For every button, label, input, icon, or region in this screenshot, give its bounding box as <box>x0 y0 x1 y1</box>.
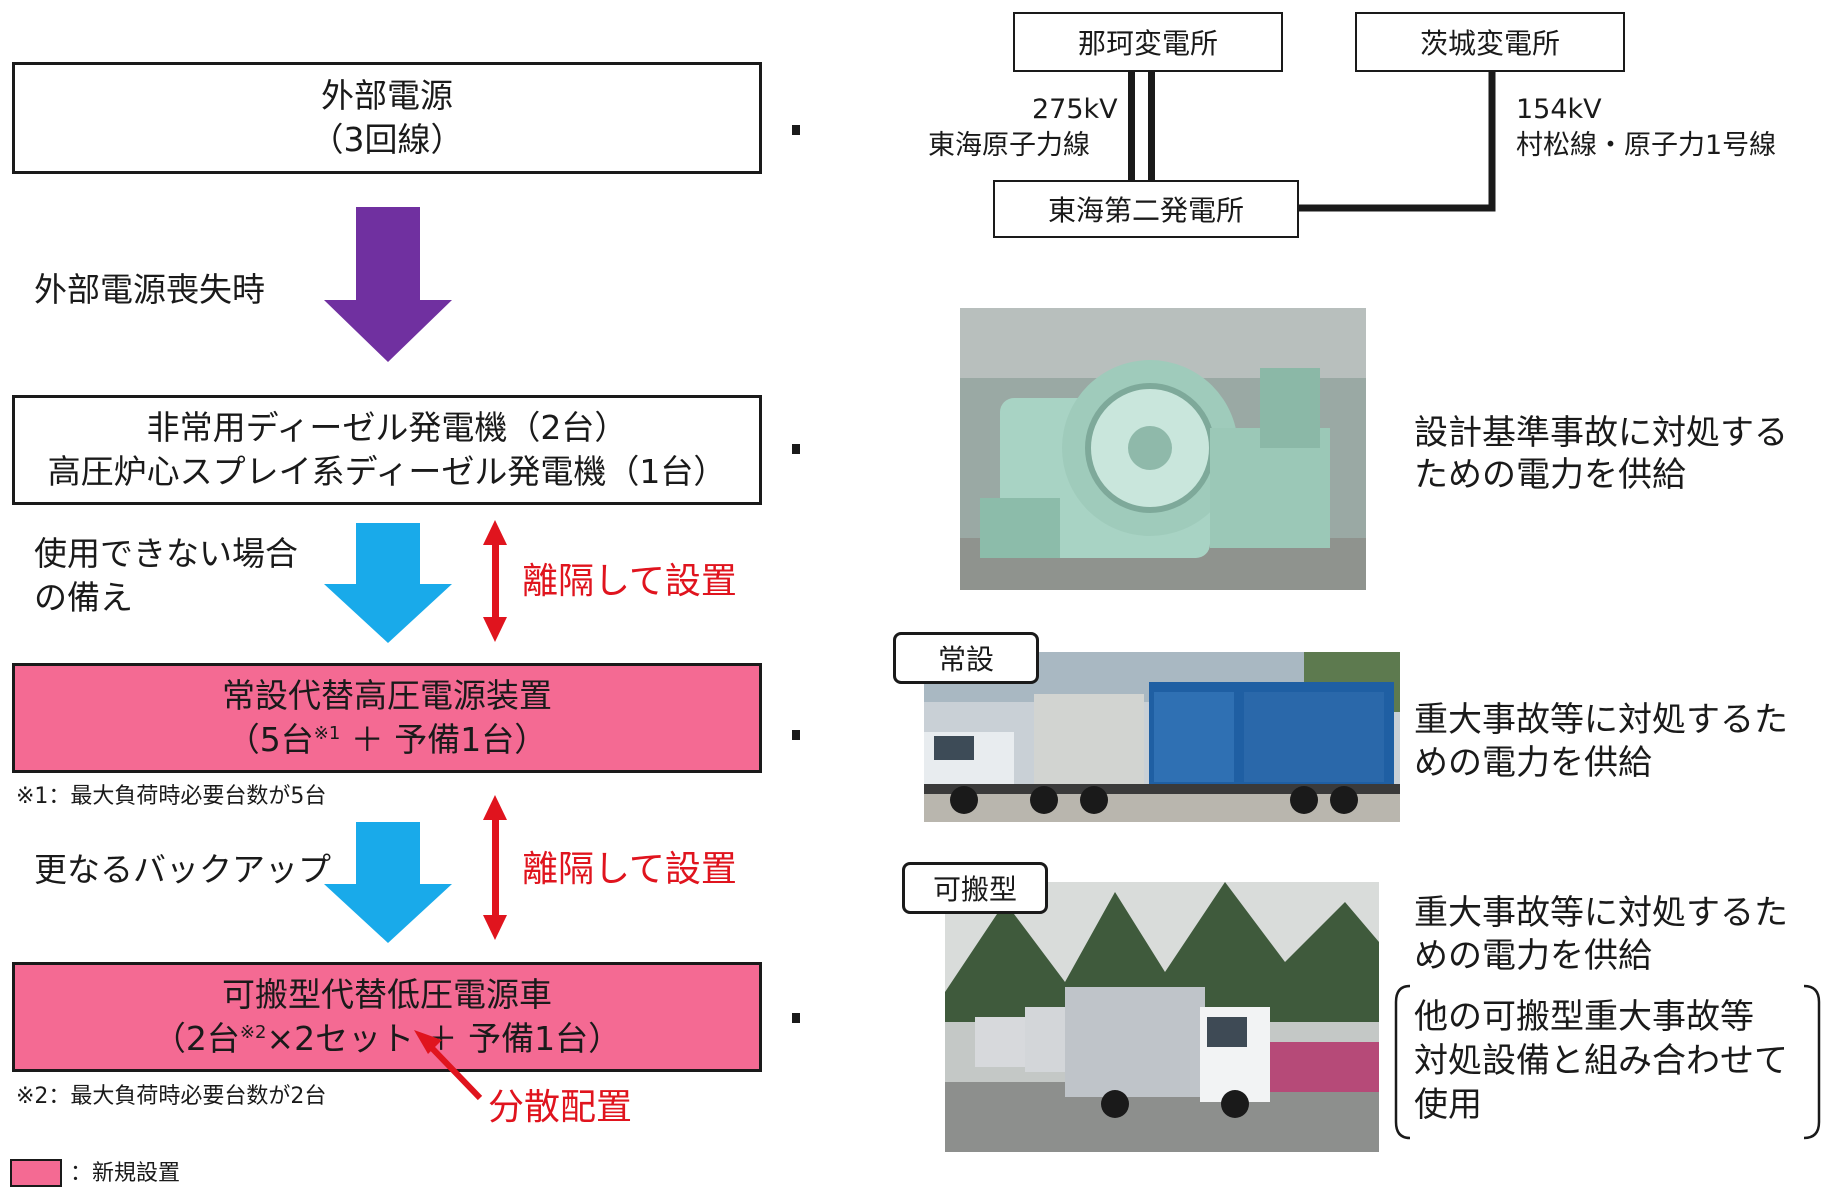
permanent-line-2a: （5台 <box>226 720 314 759</box>
portable-line-1: 可搬型代替低圧電源車 <box>222 975 552 1014</box>
dba-description-2: ための電力を供給 <box>1414 455 1686 495</box>
portable-lv-power-box: 可搬型代替低圧電源車 （2台※2×2セット ＋ 予備1台） <box>12 962 762 1072</box>
line-275kv-voltage: 275kV <box>1032 94 1118 125</box>
combo-description-1: 他の可搬型重大事故等 <box>1414 997 1754 1037</box>
permanent-line-2: （5台※1 ＋ 予備1台） <box>227 718 548 762</box>
portable-power-vehicle-photo <box>945 882 1379 1152</box>
severe-accident-description-1a: 重大事故等に対処するた <box>1414 700 1788 740</box>
line-154kv <box>1296 72 1496 212</box>
severe-accident-description-1b: めの電力を供給 <box>1414 743 1652 783</box>
permanent-note-ref: ※1 <box>313 723 341 744</box>
combo-bracket <box>1394 984 1821 1140</box>
diesel-generator-box: 非常用ディーゼル発電機（2台） 高圧炉心スプレイ系ディーゼル発電機（1台） <box>12 395 762 505</box>
blue-down-arrow-2 <box>324 822 452 943</box>
right-arrow-diesel <box>792 444 800 454</box>
diesel-generator-photo <box>960 308 1366 590</box>
unusable-case-label-1: 使用できない場合 <box>34 534 298 573</box>
legend-swatch <box>10 1159 62 1187</box>
distributed-arrow <box>414 1030 483 1101</box>
diesel-line-1: 非常用ディーゼル発電機（2台） <box>146 408 628 447</box>
combo-description-2: 対処設備と組み合わせて <box>1414 1041 1788 1081</box>
tokai-no2-power-station: 東海第二発電所 <box>993 180 1299 238</box>
diesel-line-2: 高圧炉心スプレイ系ディーゼル発電機（1台） <box>47 452 727 491</box>
blue-down-arrow-1 <box>324 523 452 643</box>
right-arrow-external <box>792 125 800 135</box>
left-arrows-svg <box>324 125 800 1101</box>
severe-accident-description-2a: 重大事故等に対処するた <box>1414 893 1788 933</box>
external-power-box: 外部電源 （3回線） <box>12 62 762 174</box>
line-275kv-name: 東海原子力線 <box>928 130 1090 161</box>
permanent-line-1: 常設代替高圧電源装置 <box>222 676 552 715</box>
further-backup-label: 更なるバックアップ <box>34 850 331 889</box>
red-double-arrow-1 <box>483 520 507 642</box>
severe-accident-description-2b: めの電力を供給 <box>1414 936 1652 976</box>
permanent-hv-power-box: 常設代替高圧電源装置 （5台※1 ＋ 予備1台） <box>12 663 762 773</box>
right-arrow-permanent <box>792 730 800 740</box>
line-275kv-b <box>1148 72 1155 180</box>
permanent-tag: 常設 <box>893 632 1039 684</box>
line-275kv-a <box>1128 72 1135 180</box>
combo-description-3: 使用 <box>1414 1085 1482 1125</box>
naka-substation: 那珂変電所 <box>1013 12 1283 72</box>
dba-description-1: 設計基準事故に対処する <box>1414 413 1788 453</box>
ibaraki-substation: 茨城変電所 <box>1355 12 1625 72</box>
portable-tag: 可搬型 <box>902 862 1048 914</box>
note-2: ※2：最大負荷時必要台数が2台 <box>16 1084 327 1109</box>
legend-label: ：新規設置 <box>70 1161 181 1186</box>
grid-lines-svg <box>1128 72 1496 212</box>
purple-down-arrow <box>324 207 452 362</box>
loss-of-external-power-label: 外部電源喪失時 <box>34 270 265 309</box>
permanent-line-2b: ＋ 予備1台） <box>340 720 548 759</box>
external-power-count: （3回線） <box>310 120 464 159</box>
line-154kv-name: 村松線・原子力1号線 <box>1516 130 1777 161</box>
unusable-case-label-2: の備え <box>34 578 133 617</box>
separate-installation-label-2: 離隔して設置 <box>522 849 737 890</box>
portable-line-2b: ×2セット ＋ 予備1台） <box>266 1019 622 1058</box>
red-double-arrow-2 <box>483 795 507 940</box>
separate-installation-label-1: 離隔して設置 <box>522 561 737 602</box>
portable-line-2: （2台※2×2セット ＋ 予備1台） <box>153 1017 621 1061</box>
distributed-placement-label: 分散配置 <box>488 1087 633 1128</box>
line-154kv-voltage: 154kV <box>1516 94 1602 125</box>
external-power-title: 外部電源 <box>321 76 453 115</box>
portable-line-2a: （2台 <box>152 1019 240 1058</box>
note-1: ※1：最大負荷時必要台数が5台 <box>16 784 327 809</box>
right-arrow-portable <box>792 1013 800 1023</box>
portable-note-ref: ※2 <box>239 1022 267 1043</box>
